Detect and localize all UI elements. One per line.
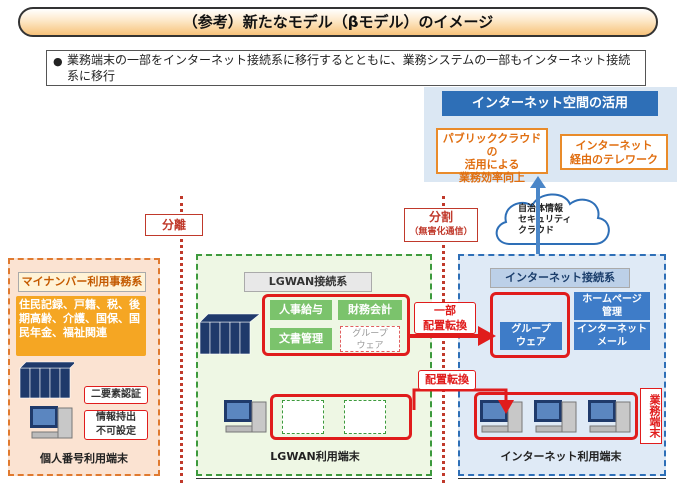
internet-zone-title: インターネット接続系 — [490, 268, 630, 288]
restrict-line2: 不可設定 — [96, 426, 136, 437]
mail-line1: インターネット — [577, 324, 647, 335]
mynumber-pc-icon — [30, 406, 73, 439]
restrict-line1: 情報持出 — [96, 412, 136, 423]
internet-pc-icon-1 — [480, 400, 523, 433]
internet-terminal-label: インターネット利用端末 — [500, 450, 622, 463]
two-factor-auth-label: 二要素認証 — [84, 386, 148, 404]
summary-text: 業務端末の一部をインターネット接続系に移行するとともに、業務システムの一部もイン… — [67, 53, 631, 83]
app-jinji: 人事給与 — [270, 300, 332, 320]
groupware-frame — [490, 292, 570, 358]
security-cloud-line1: 自治体情報 — [518, 204, 564, 214]
mynumber-systems-box: 住民記録、戸籍、税、後期高齢、介護、国保、国民年金、福祉関連 — [16, 296, 146, 356]
lgwan-pc-icon — [224, 400, 267, 433]
homepage-line1: ホームページ — [582, 294, 642, 305]
telework-box: インターネット 経由のテレワーク — [560, 134, 668, 170]
lgwan-terminal-frame — [270, 394, 412, 440]
bottom-rule-right — [458, 478, 666, 479]
page-title: （参考）新たなモデル（βモデル）のイメージ — [18, 7, 658, 37]
move-callout: 配置転換 — [418, 370, 476, 390]
app-groupware-faded: グループ ウェア — [340, 326, 400, 352]
bullet-dot-icon: ● — [53, 55, 63, 68]
internet-pc-icon-3 — [588, 400, 631, 433]
lgwan-empty-slot-1 — [282, 400, 324, 434]
mynumber-terminal-label: 個人番号利用端末 — [40, 452, 128, 465]
separator-right — [442, 196, 445, 483]
lgwan-empty-slot-2 — [344, 400, 386, 434]
bunkatsu-main: 分割 — [428, 210, 453, 224]
public-cloud-line1: パブリッククラウドの — [442, 132, 542, 158]
bottom-rule-left — [196, 478, 432, 479]
partial-move-callout: 一部 配置転換 — [414, 302, 476, 334]
bunkatsu-sub: （無害化通信） — [409, 227, 473, 237]
app-bunsho: 文書管理 — [270, 328, 332, 350]
partial-move-line2: 配置転換 — [423, 319, 467, 332]
homepage-line2: 管理 — [602, 307, 622, 318]
homepage-box: ホームページ 管理 — [574, 292, 650, 320]
lgwan-server-icon — [199, 313, 260, 355]
public-cloud-line2: 活用による — [464, 158, 520, 171]
public-cloud-line3: 業務効率向上 — [459, 171, 525, 184]
security-cloud-line2: セキュリティ — [518, 215, 572, 225]
internet-pc-icon-2 — [534, 400, 577, 433]
summary-bullet: ● 業務端末の一部をインターネット接続系に移行するとともに、業務システムの一部も… — [46, 50, 646, 86]
public-cloud-box: パブリッククラウドの 活用による 業務効率向上 — [436, 128, 548, 184]
mail-line2: メール — [597, 337, 627, 348]
internet-terminal-frame — [474, 392, 638, 440]
telework-line2: 経由のテレワーク — [570, 153, 658, 166]
separator-left — [180, 196, 183, 483]
mynumber-zone-title: マイナンバー利用事務系 — [18, 272, 146, 292]
partial-move-arrow — [410, 326, 496, 346]
bunkatsu-label: 分割 （無害化通信） — [404, 208, 478, 242]
mynumber-server-icon — [19, 361, 74, 399]
restrict-label: 情報持出 不可設定 — [84, 410, 148, 440]
gyomu-terminal-label: 業務端末 — [640, 388, 662, 444]
lgwan-terminal-label: LGWAN利用端末 — [270, 450, 360, 463]
internet-groupware-line2: ウェア — [516, 337, 546, 348]
app-zaimu: 財務会計 — [338, 300, 402, 320]
mail-box: インターネット メール — [574, 322, 650, 350]
bunri-label: 分離 — [145, 214, 203, 236]
partial-move-line1: 一部 — [434, 304, 456, 317]
internet-groupware-box: グループ ウェア — [500, 322, 562, 350]
telework-line1: インターネット — [575, 139, 653, 152]
move-arrow — [412, 388, 514, 414]
internet-groupware-line1: グループ — [511, 324, 551, 335]
lgwan-apps-frame — [262, 294, 410, 356]
lgwan-zone-title: LGWAN接続系 — [244, 272, 372, 292]
security-cloud-icon — [495, 193, 610, 245]
internet-space-title: インターネット空間の活用 — [442, 91, 658, 116]
